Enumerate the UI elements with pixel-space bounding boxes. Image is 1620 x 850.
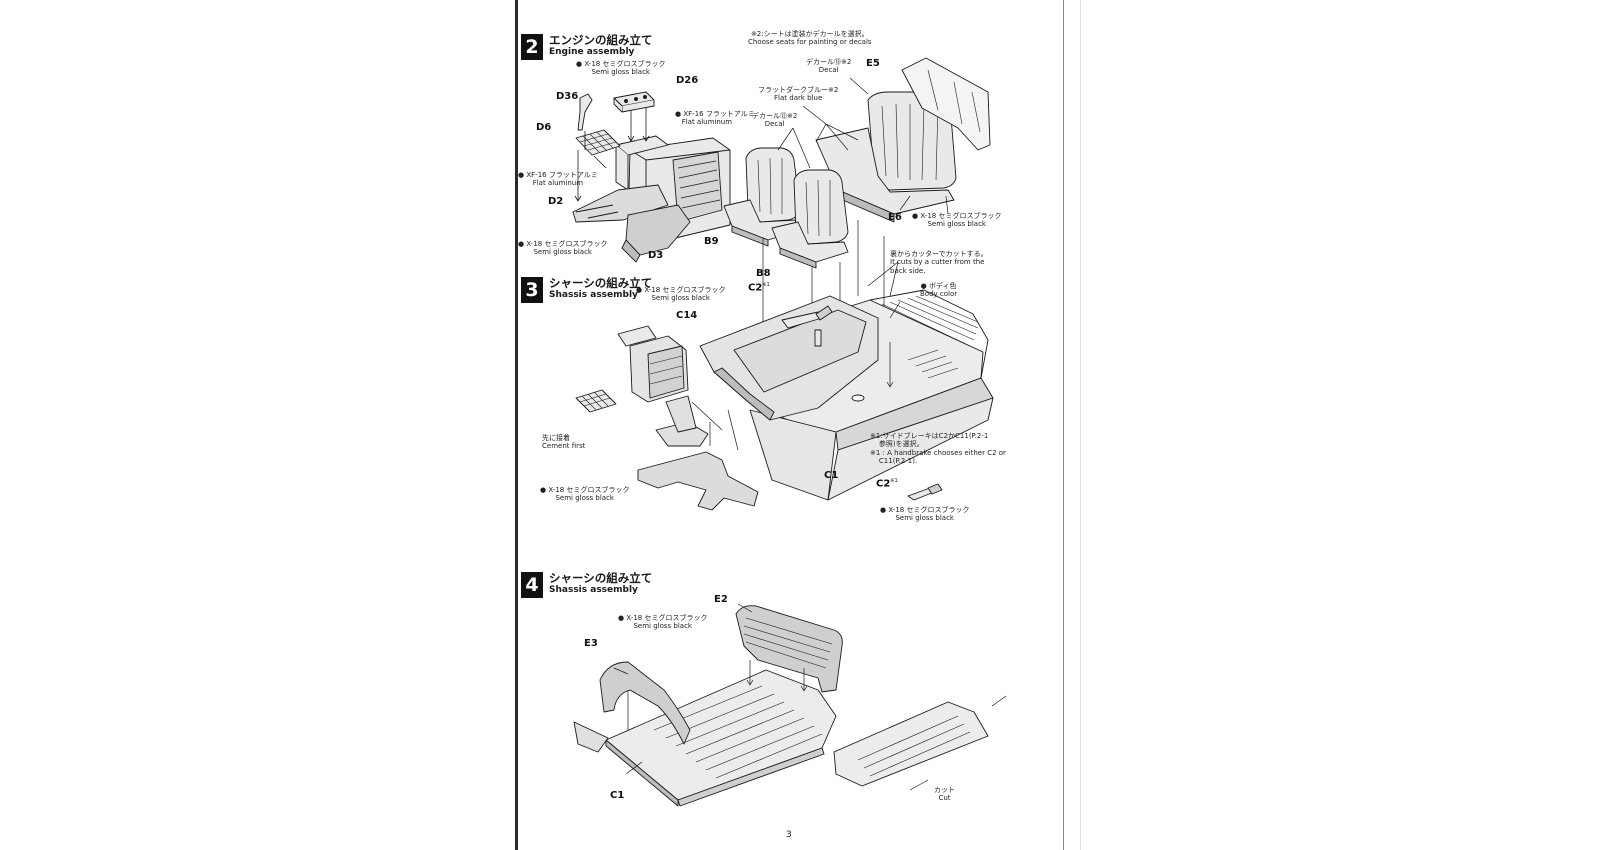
step-title-jp: エンジンの組み立て xyxy=(549,33,653,47)
part-label-b8: B8 xyxy=(756,268,771,279)
part-label-e5: E5 xyxy=(866,58,880,69)
step-number: 3 xyxy=(521,277,543,303)
part-label-e3: E3 xyxy=(584,638,598,649)
part-label-c14: C14 xyxy=(676,310,698,321)
part-label-c1: C1 xyxy=(824,470,839,481)
step-title-en: Engine assembly xyxy=(549,47,635,58)
rear-seat-back-e5 xyxy=(901,57,991,151)
assembly-illustrations xyxy=(572,57,1007,807)
handbrake-c2 xyxy=(781,305,833,347)
part-label-e6: E6 xyxy=(888,212,902,223)
step-title-jp: シャーシの組み立て xyxy=(549,571,653,585)
part-label-c2-alt: C2※1 xyxy=(876,478,898,490)
part-label-c2: C2※1 xyxy=(748,282,770,294)
step4-leader-lines xyxy=(613,603,1007,791)
chassis-leader-lines xyxy=(691,261,901,451)
chassis-floor-step4 xyxy=(573,669,837,807)
page-number: 3 xyxy=(786,830,792,840)
part-label-c1-step4: C1 xyxy=(610,790,625,801)
step-title-en: Shassis assembly xyxy=(549,585,638,596)
scan-right-edge xyxy=(1063,0,1064,850)
front-seat-b8 xyxy=(771,169,849,269)
part-label-b9: B9 xyxy=(704,236,719,247)
cut-floor-detail xyxy=(833,701,989,787)
side-trim-e3 xyxy=(599,661,691,745)
engine-on-chassis xyxy=(575,325,689,413)
part-label-d3: D3 xyxy=(648,250,664,261)
step-2-header: 2 エンジンの組み立て Engine assembly xyxy=(521,33,653,60)
engine-assembly-drawing xyxy=(572,91,731,263)
part-label-d6: D6 xyxy=(536,122,552,133)
part-label-e2: E2 xyxy=(714,594,728,605)
step-number: 4 xyxy=(521,572,543,598)
step-number: 2 xyxy=(521,34,543,60)
cutter-note: 裏からカッターでカットする。It cuts by a cutter from t… xyxy=(890,250,988,275)
instruction-page: 2 エンジンの組み立て Engine assembly 3 シャーシの組み立て … xyxy=(518,0,1063,850)
step-4-header: 4 シャーシの組み立て Shassis assembly xyxy=(521,571,653,598)
step-title-jp: シャーシの組み立て xyxy=(549,276,653,290)
rear-trim-e2 xyxy=(735,605,843,693)
paint-note-xf16: ● XF-16 フラットアルミ Flat aluminum xyxy=(675,110,755,127)
part-label-d2: D2 xyxy=(548,196,564,207)
part-label-d36: D36 xyxy=(556,91,579,102)
part-label-d26: D26 xyxy=(676,75,699,86)
handbrake-c2-detail xyxy=(907,483,943,501)
seat-choice-note: ※2:シートは塗装かデカールを選択。Choose seats for paint… xyxy=(748,30,872,47)
scan-far-edge xyxy=(1080,0,1081,850)
front-subframe xyxy=(637,395,759,511)
scan-left-edge xyxy=(515,0,518,850)
step-3-header: 3 シャーシの組み立て Shassis assembly xyxy=(521,276,653,303)
handbrake-note: ※1:サイドブレーキはC2かC11(P.2-1 参照)を選択。※1 : A ha… xyxy=(870,432,1006,466)
step-title-en: Shassis assembly xyxy=(549,290,638,301)
rear-seat-e6 xyxy=(815,91,957,223)
